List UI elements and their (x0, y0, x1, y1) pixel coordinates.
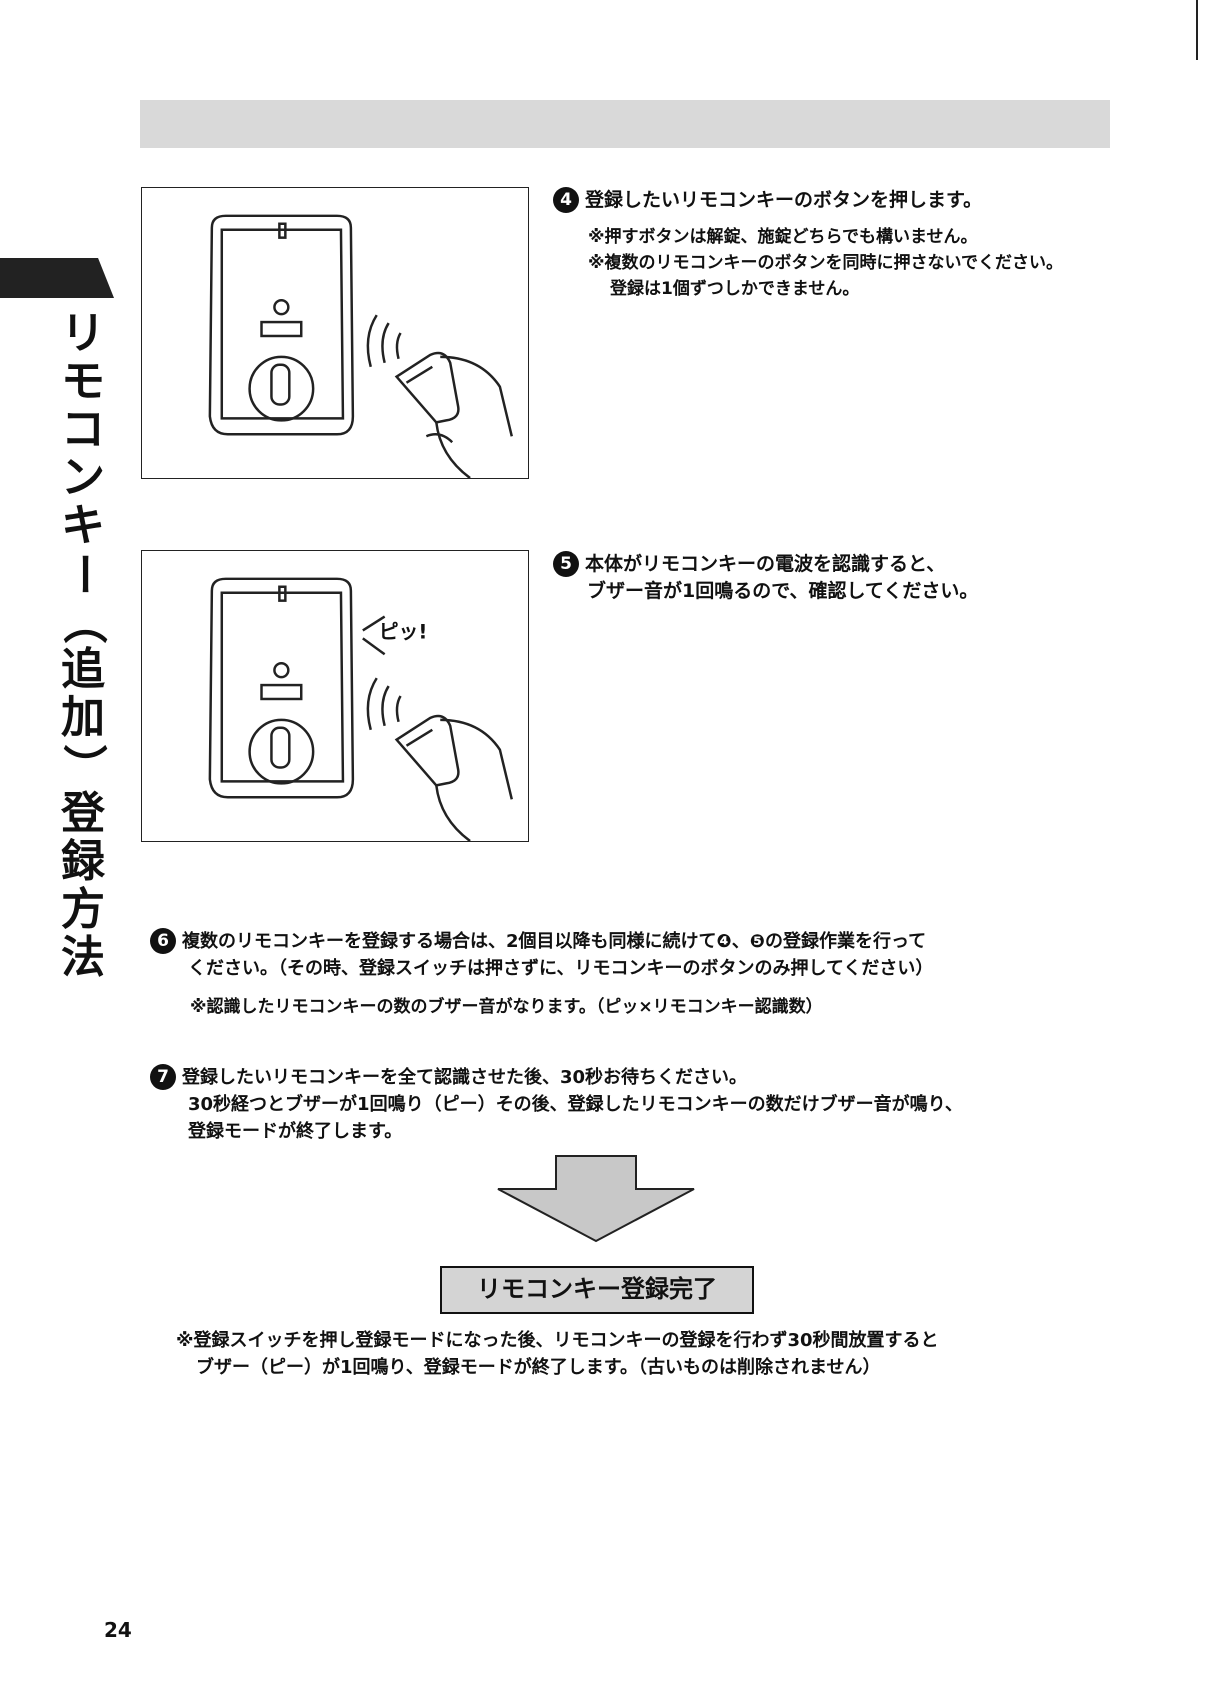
side-title-char: ） (58, 744, 109, 788)
step-5: 5 本体がリモコンキーの電波を認識すると、 (553, 551, 945, 578)
figure-press-remote-button (141, 187, 529, 479)
side-title-char: 録 (61, 836, 105, 887)
page-number: 24 (104, 1618, 132, 1642)
side-title-char: ー (58, 552, 109, 596)
completion-label: リモコンキー登録完了 (440, 1266, 754, 1314)
step-6: 6 複数のリモコンキーを登録する場合は、2個目以降も同様に続けて❹、❺の登録作業を… (150, 928, 926, 955)
step-6-number: 6 (150, 928, 176, 954)
step-5-line-2: ブザー音が1回鳴るので、確認してください。 (587, 580, 979, 602)
step-5-number: 5 (553, 551, 579, 577)
step-4-text: 登録したいリモコンキーのボタンを押します。 (585, 189, 983, 211)
step-6-line-2: ください。（その時、登録スイッチは押さずに、リモコンキーのボタンのみ押してくださ… (188, 958, 934, 979)
step-5-line-1: 本体がリモコンキーの電波を認識すると、 (585, 553, 946, 575)
step-7-line-2: 30秒経つとブザーが1回鳴り（ピー）その後、登録したリモコンキーの数だけブザー音… (188, 1094, 963, 1115)
side-title-char: ン (61, 452, 105, 503)
side-tab-marker (0, 258, 114, 298)
step-4-note-1: ※押すボタンは解錠、施錠どちらでも構いません。 (588, 227, 978, 247)
side-title-char: コ (61, 404, 105, 455)
step-7-line-3: 登録モードが終了します。 (188, 1121, 403, 1142)
step-6-line-1: 複数のリモコンキーを登録する場合は、2個目以降も同様に続けて❹、❺の登録作業を行… (182, 931, 927, 952)
down-arrow-icon (497, 1155, 695, 1243)
step-4-number: 4 (553, 187, 579, 213)
lock-and-remote-illustration (208, 214, 513, 478)
step-4-note-2: ※複数のリモコンキーのボタンを同時に押さないでください。 (588, 253, 1064, 273)
final-note-line-1: ※登録スイッチを押し登録モードになった後、リモコンキーの登録を行わず30秒間放置… (176, 1330, 939, 1351)
figure-buzzer-confirm: ピッ! (141, 550, 529, 842)
side-title-char: 方 (61, 884, 105, 935)
side-title-char: 法 (61, 932, 105, 983)
step-7-number: 7 (150, 1064, 176, 1090)
side-title-char: 登 (61, 788, 105, 839)
side-title-char: モ (61, 356, 105, 407)
final-note-line-2: ブザー（ピー）が1回鳴り、登録モードが終了します。（古いものは削除されません） (196, 1357, 881, 1378)
step-7: 7 登録したいリモコンキーを全て認識させた後、30秒お待ちください。 (150, 1064, 747, 1091)
step-6-note: ※認識したリモコンキーの数のブザー音がなります。（ピッ×リモコンキー認識数） (190, 997, 823, 1017)
side-title-char: 加 (61, 692, 105, 743)
side-chapter-title: リモコンキー（追加）登録方法 (58, 308, 109, 984)
top-edge-rule (1196, 0, 1198, 60)
side-title-char: リ (61, 308, 105, 359)
side-title-char: キ (61, 500, 105, 551)
header-band (140, 100, 1110, 148)
beep-label: ピッ! (379, 620, 428, 643)
side-title-char: （ (58, 600, 109, 644)
side-title-char: 追 (61, 644, 105, 695)
step-4-note-3: 登録は1個ずつしかできません。 (610, 279, 860, 299)
step-7-line-1: 登録したいリモコンキーを全て認識させた後、30秒お待ちください。 (182, 1067, 748, 1088)
step-4: 4 登録したいリモコンキーのボタンを押します。 (553, 187, 982, 214)
lock-beep-illustration: ピッ! (208, 577, 513, 841)
